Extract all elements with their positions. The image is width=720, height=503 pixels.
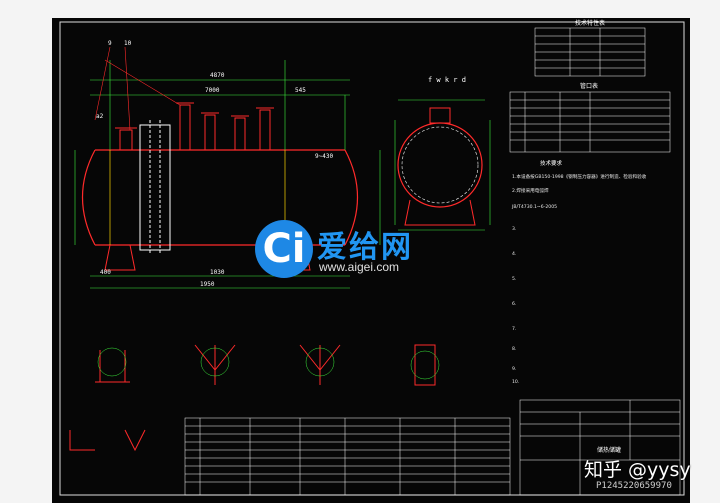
section-label: f w k r d: [428, 76, 466, 84]
title-block-name: 储热储罐: [597, 446, 621, 454]
svg-text:1.本设备按GB150-1998《钢制压力容器》进行制造、检: 1.本设备按GB150-1998《钢制压力容器》进行制造、检验和验收: [512, 173, 647, 180]
detail-views: [69, 344, 440, 452]
svg-text:5.: 5.: [512, 276, 516, 282]
svg-text:6.: 6.: [512, 301, 516, 307]
vessel-end-view: [394, 99, 491, 231]
svg-text:9~430: 9~430: [315, 153, 333, 160]
requirements-notes: 1.本设备按GB150-1998《钢制压力容器》进行制造、检验和验收 2.焊接采…: [511, 173, 647, 385]
nozzle-table-title: 管口表: [580, 82, 598, 90]
dimension-lines: [74, 60, 381, 289]
svg-text:545: 545: [295, 87, 306, 94]
nozzle-table: [509, 91, 671, 153]
aigei-watermark: Ci 爱给网 www.aigei.com: [255, 220, 435, 278]
aigei-logo-icon: Ci: [255, 220, 313, 278]
svg-text:JB/T4730.1~6-2005: JB/T4730.1~6-2005: [511, 204, 557, 210]
svg-text:1950: 1950: [200, 281, 215, 288]
svg-text:1030: 1030: [210, 269, 225, 276]
balloon-leaders: [94, 46, 181, 131]
svg-text:4870: 4870: [210, 72, 225, 79]
drawing-sheet: [52, 18, 690, 503]
top-nozzles: [115, 102, 274, 151]
svg-text:a2: a2: [96, 113, 104, 120]
svg-text:7000: 7000: [205, 87, 220, 94]
watermark-url: www.aigei.com: [319, 260, 400, 274]
svg-text:7.: 7.: [512, 326, 516, 332]
svg-text:9: 9: [108, 40, 112, 47]
svg-text:400: 400: [100, 269, 111, 276]
svg-text:9.: 9.: [512, 366, 516, 372]
watermark-name: 爱给网: [317, 230, 413, 265]
zhihu-credit: 知乎 @yysy: [584, 459, 691, 481]
tech-table: [534, 27, 646, 77]
svg-text:4.: 4.: [512, 251, 516, 257]
heater-column: [139, 120, 171, 255]
parts-list-table: [184, 417, 511, 496]
svg-text:3.: 3.: [512, 226, 516, 232]
dimension-text: 4870 7000 545 9~430 1030 1950 400: [100, 72, 333, 288]
svg-text:10: 10: [124, 40, 132, 47]
requirements-title: 技术要求: [540, 159, 563, 167]
zhihu-id: P1245220659970: [596, 481, 672, 491]
svg-text:10.: 10.: [512, 379, 519, 385]
svg-text:8.: 8.: [512, 346, 516, 352]
tech-table-title: 技术特性表: [575, 19, 605, 27]
title-block: [519, 399, 681, 496]
balloon-text: 9 10 a2: [96, 40, 132, 120]
svg-text:2.焊接采用电弧焊: 2.焊接采用电弧焊: [512, 187, 549, 194]
